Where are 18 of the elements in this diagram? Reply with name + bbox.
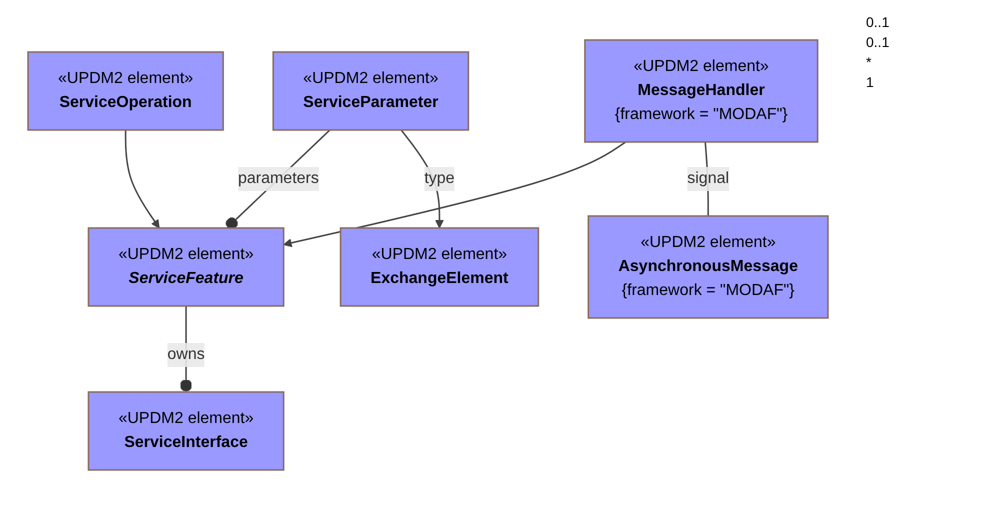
edge-label: parameters xyxy=(238,170,319,187)
node-box: «UPDM2 element» AsynchronousMessage {framework = "MODAF"} xyxy=(588,215,829,319)
edge-label: signal xyxy=(687,170,730,187)
node-box: «UPDM2 element» ServiceInterface xyxy=(88,391,284,471)
connector xyxy=(226,129,330,230)
multiplicity-label: 1 xyxy=(866,74,875,90)
node-box: «UPDM2 element» ExchangeElement xyxy=(340,227,540,307)
multiplicity-label: * xyxy=(866,54,872,70)
edge-label: type xyxy=(424,170,455,187)
arrow xyxy=(124,130,160,228)
edge-label: owns xyxy=(167,346,205,363)
multiplicity-label: 0..1 xyxy=(866,34,890,50)
node-box: «UPDM2 element» ServiceParameter xyxy=(272,51,470,131)
node-box: «UPDM2 element» MessageHandler {framework = "MODAF"} xyxy=(584,39,818,143)
node-box: «UPDM2 element» ServiceFeature xyxy=(88,227,284,307)
arrow xyxy=(283,141,626,248)
multiplicity-label: 0..1 xyxy=(866,14,890,30)
node-box: «UPDM2 element» ServiceOperation xyxy=(27,51,224,131)
